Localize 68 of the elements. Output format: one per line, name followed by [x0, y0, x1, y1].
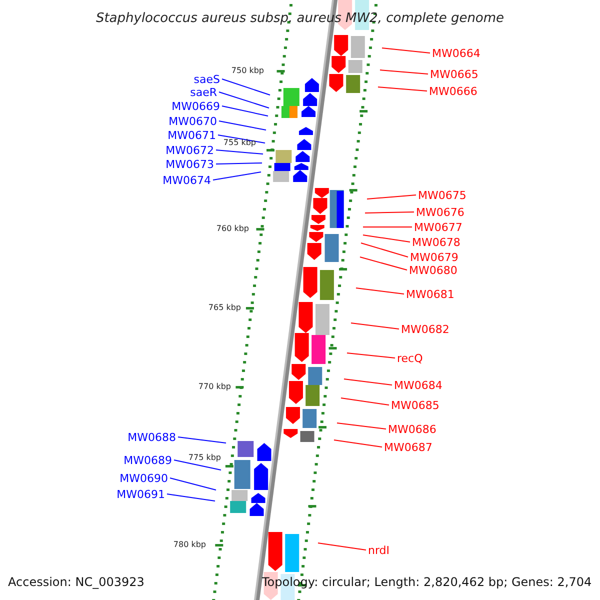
gene-label: MW0676 — [416, 206, 464, 218]
gene-label: MW0673 — [166, 158, 214, 170]
gene-label: MW0681 — [406, 288, 454, 300]
leader-line — [318, 542, 366, 550]
gene-label: MW0664 — [432, 48, 480, 58]
gene-label: MW0691 — [116, 488, 165, 500]
tick-label: 775 kbp — [188, 454, 221, 462]
gene-label: MW0666 — [429, 86, 478, 96]
leader-line — [216, 162, 262, 164]
leader-line — [346, 352, 396, 358]
gene-label: MW0665 — [430, 68, 478, 80]
tick-label: 770 kbp — [198, 383, 231, 391]
gene-label: nrdI — [368, 544, 390, 556]
leader-line — [360, 242, 408, 258]
leader-line — [170, 478, 216, 490]
gene-label: MW0674 — [162, 174, 211, 186]
leader-line — [336, 422, 386, 430]
gene-label: saeS — [194, 74, 220, 84]
gene-label: MW0670 — [168, 116, 217, 126]
leader-line — [362, 226, 412, 228]
genome-stats-text: Topology: circular; Length: 2,820,462 bp; Genes: 2,704 — [262, 576, 592, 588]
tick-label: 780 kbp — [173, 541, 206, 549]
title: Staphylococcus aureus subsp. aureus MW2, complete genome — [94, 12, 506, 24]
gene-label: MW0684 — [394, 380, 442, 390]
leader-line — [222, 78, 270, 96]
gene-label: MW0671 — [168, 130, 216, 140]
leader-line — [360, 256, 408, 270]
tick-label: 765 kbp — [208, 304, 241, 312]
leader-line — [174, 460, 222, 470]
gene-label: saeR — [190, 86, 217, 98]
leader-line — [218, 92, 270, 108]
gene-label: MW0689 — [124, 454, 172, 466]
leader-line — [334, 440, 382, 448]
leader-line — [366, 194, 416, 200]
leader-line — [218, 134, 266, 144]
leader-line — [382, 48, 430, 54]
leader-line — [378, 86, 428, 92]
gene-label: MW0680 — [409, 264, 458, 276]
leader-line — [216, 150, 264, 154]
gene-label: MW0675 — [418, 190, 466, 200]
tick-label: 750 kbp — [231, 67, 264, 75]
gene-label: MW0679 — [410, 252, 458, 262]
leader-line — [350, 322, 400, 330]
leader-line — [380, 70, 428, 74]
gene-label: MW0669 — [172, 100, 220, 112]
gene-label: MW0672 — [166, 144, 214, 156]
tick-label: 755 kbp — [223, 139, 256, 147]
leader-line — [340, 398, 390, 406]
gene-label: MW0677 — [414, 222, 462, 232]
leader-line — [212, 172, 262, 180]
gene-label: MW0690 — [120, 472, 168, 484]
leader-line — [218, 120, 266, 130]
gene-label: MW0678 — [412, 236, 460, 248]
gene-label: MW0685 — [391, 400, 440, 410]
gene-label: MW0686 — [388, 424, 436, 434]
leader-line — [178, 436, 226, 444]
leader-line — [344, 378, 392, 386]
leader-line — [362, 234, 410, 242]
gene-label: MW0688 — [128, 432, 176, 442]
gene-label: MW0682 — [401, 324, 450, 334]
gene-label: recQ — [397, 352, 423, 364]
leader-line — [166, 494, 216, 502]
leader-line — [222, 106, 268, 116]
accession-text: Accession: NC_003923 — [8, 576, 144, 588]
leader-line — [356, 288, 404, 294]
tick-label: 760 kbp — [216, 225, 249, 233]
gene-label: MW0687 — [384, 442, 432, 452]
leader-line — [364, 212, 414, 214]
